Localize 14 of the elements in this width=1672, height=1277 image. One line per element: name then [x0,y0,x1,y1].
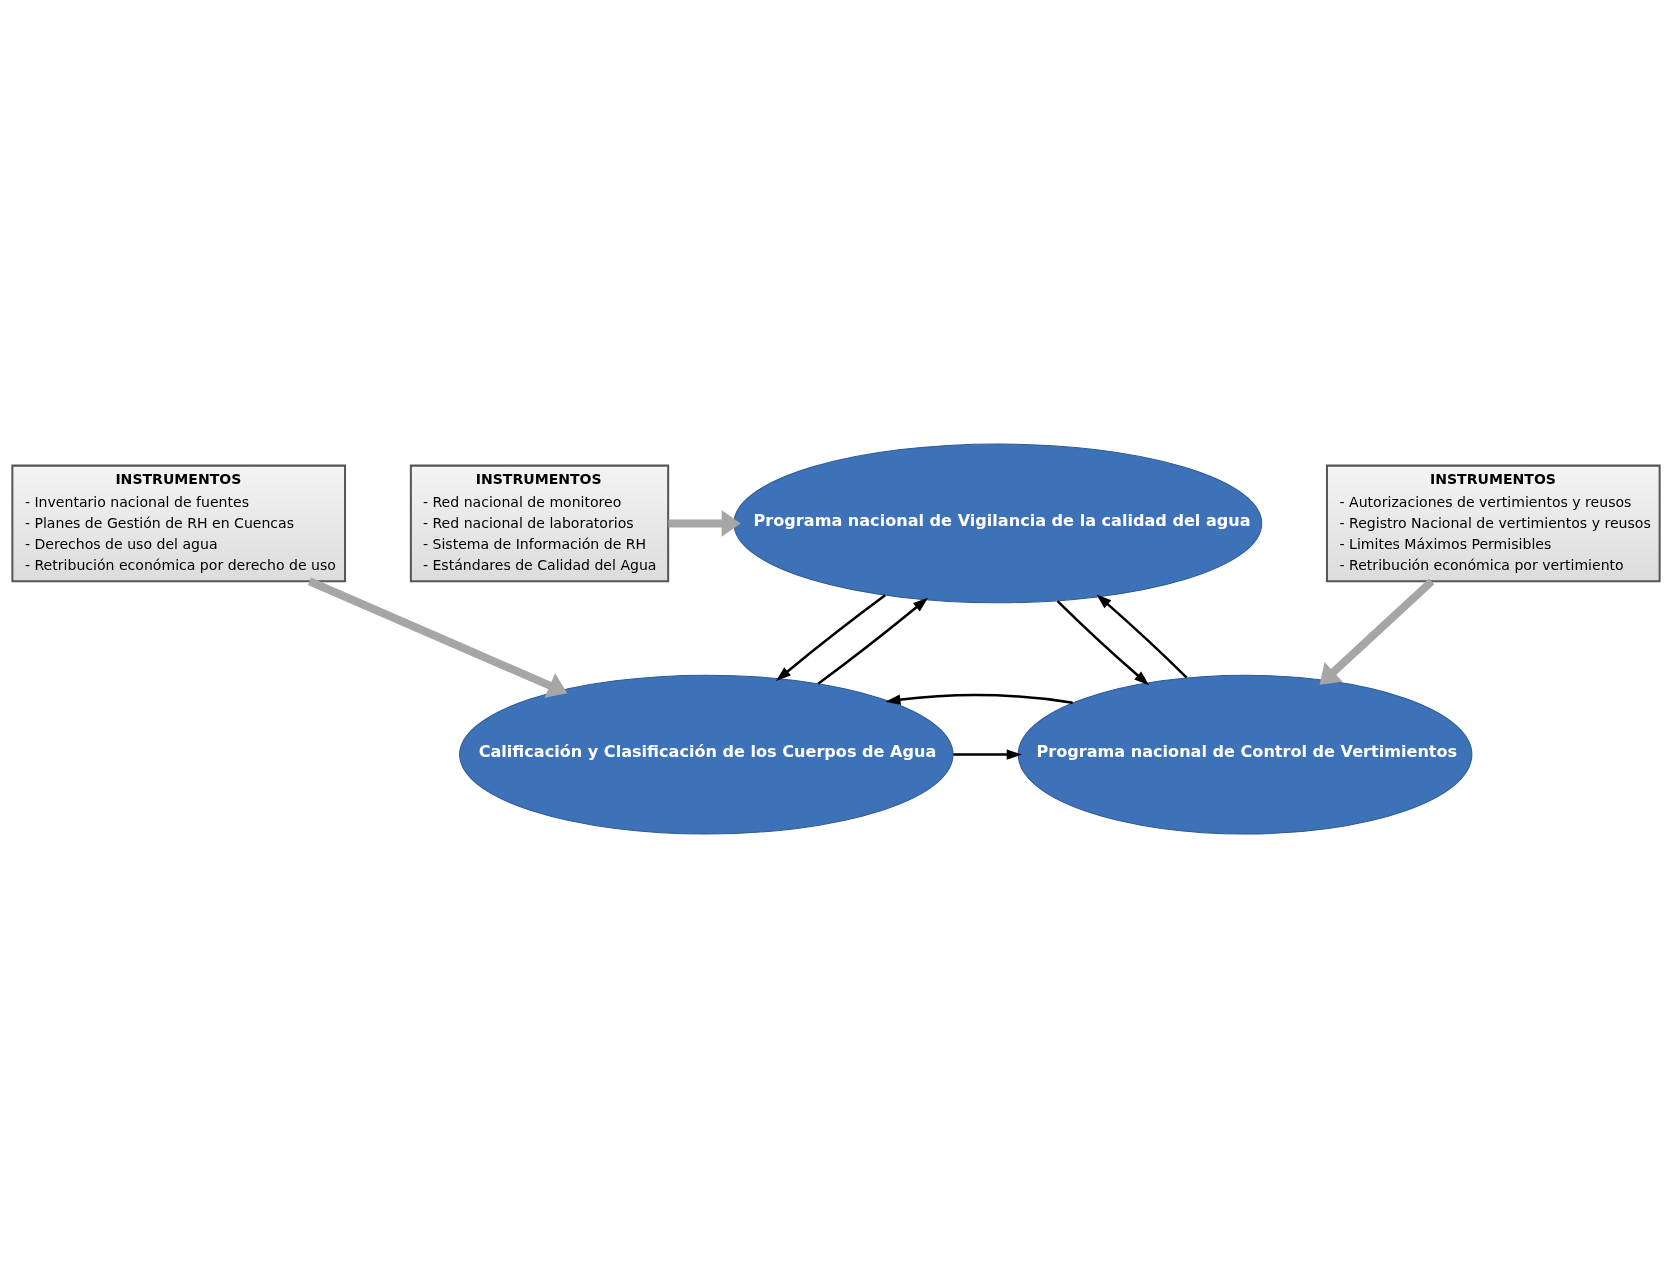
arrow [1056,599,1150,685]
node-box: INSTRUMENTOS - Red nacional de monitoreo - Red nacional de laboratorios - Sistema de Información de RH - Estándares de Calidad del Agua [409,464,670,582]
node-ellipse: Programa nacional de Vigilancia de la calidad del agua [733,443,1263,603]
arrow [1096,593,1188,678]
arrow [307,577,568,698]
arrow [1319,577,1435,685]
arrow [775,593,886,681]
node-box: INSTRUMENTOS - Autorizaciones de vertimientos y reusos - Registro Nacional de vertimientos y reusos - Limites Máximos Permisibles - Retribución económica por vertimiento [1325,464,1661,582]
node-box: INSTRUMENTOS - Inventario nacional de fuentes - Planes de Gestión de RH en Cuencas - Derechos de uso del agua - Retribución económica por derecho de uso [11,464,347,582]
arrow [885,693,1073,705]
node-ellipse: Programa nacional de Control de Vertimientos [1017,674,1473,834]
arrow [668,509,741,537]
arrow [817,597,929,685]
arrow [953,748,1022,760]
